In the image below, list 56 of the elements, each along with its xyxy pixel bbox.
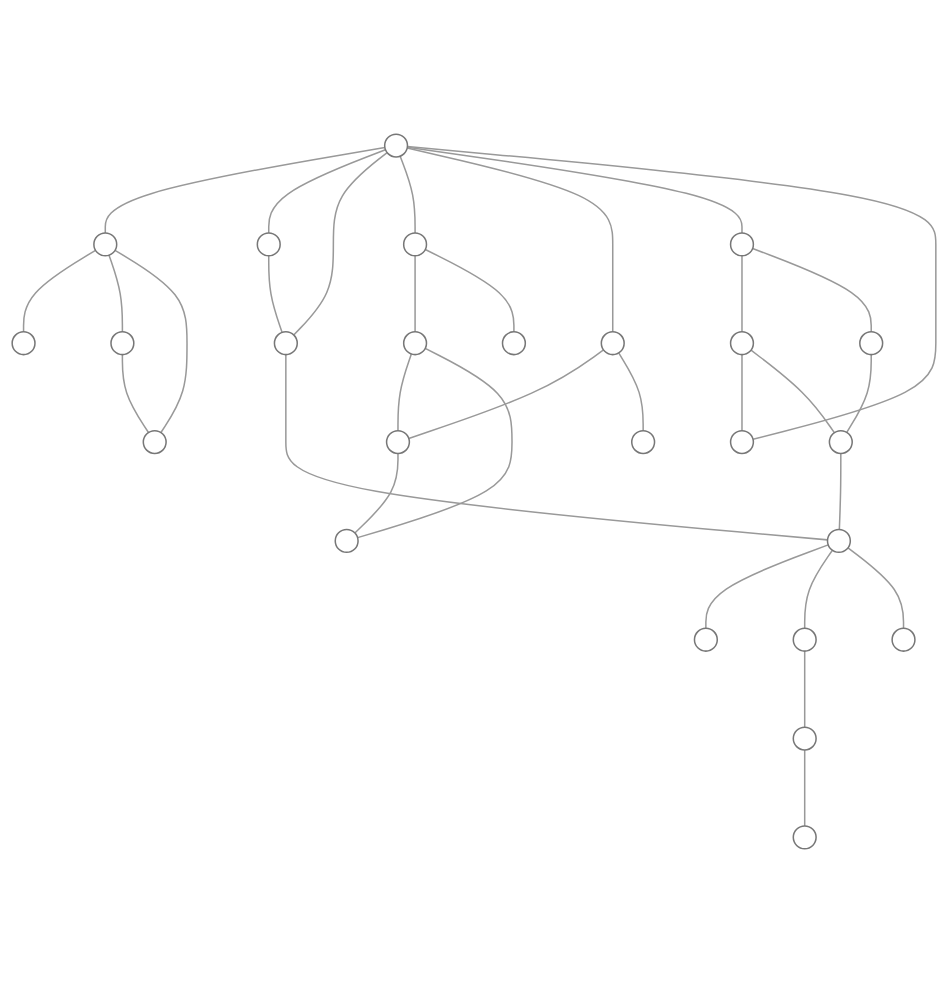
node-circle bbox=[792, 628, 817, 653]
connector bbox=[356, 348, 513, 539]
connector bbox=[803, 550, 834, 630]
connector bbox=[268, 255, 283, 334]
connector bbox=[414, 255, 416, 334]
connector bbox=[741, 354, 743, 432]
connector bbox=[397, 353, 413, 432]
connector bbox=[114, 250, 188, 434]
node-circle bbox=[142, 430, 167, 455]
node-circle bbox=[600, 331, 625, 356]
connector bbox=[406, 146, 937, 441]
connector bbox=[408, 349, 605, 440]
connector bbox=[354, 453, 399, 535]
node-circle bbox=[501, 331, 527, 356]
node-circle bbox=[11, 331, 36, 356]
node-circle bbox=[402, 331, 428, 356]
connector bbox=[108, 254, 124, 334]
connector bbox=[617, 352, 644, 432]
connector bbox=[750, 349, 836, 434]
node-circle bbox=[383, 133, 409, 159]
connector bbox=[268, 149, 387, 235]
connector bbox=[406, 147, 614, 334]
node-circle bbox=[402, 232, 428, 258]
connector bbox=[406, 146, 743, 235]
node-circle bbox=[828, 430, 853, 455]
connector bbox=[751, 248, 872, 334]
connector bbox=[285, 354, 829, 542]
connector bbox=[22, 250, 97, 334]
node-circle bbox=[792, 825, 817, 851]
connector bbox=[424, 249, 515, 334]
node-circle bbox=[729, 331, 755, 356]
connector bbox=[803, 650, 806, 729]
node-circle bbox=[385, 430, 411, 455]
node-circle bbox=[792, 726, 817, 752]
connector bbox=[399, 156, 416, 235]
node-circle bbox=[729, 430, 755, 455]
connector bbox=[803, 749, 806, 828]
connector bbox=[121, 354, 150, 434]
node-circle bbox=[693, 628, 719, 653]
connector bbox=[846, 354, 872, 434]
node-circle bbox=[729, 232, 755, 258]
node-circle bbox=[93, 232, 118, 258]
connector bbox=[741, 255, 743, 334]
connector bbox=[104, 147, 386, 235]
node-circle bbox=[273, 331, 298, 356]
node-circle bbox=[631, 430, 656, 455]
node-circle bbox=[110, 331, 135, 356]
node-circle bbox=[256, 232, 281, 258]
node-circle bbox=[334, 529, 359, 554]
connector bbox=[705, 544, 829, 630]
connector bbox=[293, 152, 388, 337]
node-circle bbox=[891, 628, 916, 653]
connector bbox=[838, 453, 842, 531]
node-circle bbox=[826, 529, 852, 554]
node-circle bbox=[859, 331, 884, 356]
connector bbox=[847, 547, 905, 630]
